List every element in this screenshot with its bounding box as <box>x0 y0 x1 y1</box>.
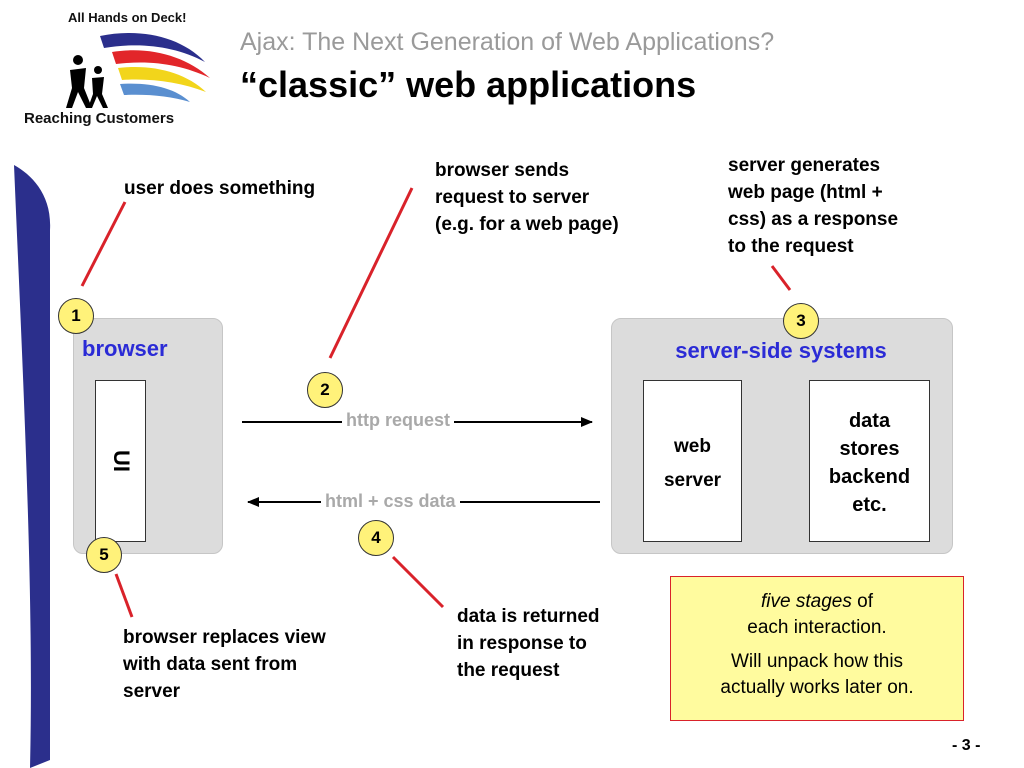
slide-title: “classic” web applications <box>240 64 697 105</box>
note-browser-replaces: browser replaces view with data sent fro… <box>123 627 326 702</box>
web-server-label: web server <box>663 436 722 491</box>
logo-tagline: All Hands on Deck! <box>68 10 187 25</box>
stage-badge-5: 5 <box>86 537 122 573</box>
web-server-panel <box>643 380 742 542</box>
http-request-label: http request <box>342 410 455 431</box>
callout-line3: Will unpack how this <box>730 651 904 672</box>
callout-italic: five stages <box>761 591 852 612</box>
logo-name: Reaching Customers <box>24 110 175 127</box>
callout-pointers <box>80 187 792 618</box>
data-stores-label: data stores backend etc. <box>828 410 911 516</box>
callout-line2: each interaction. <box>747 617 887 638</box>
page-number: - 3 - <box>952 737 981 754</box>
note-data-returned: data is returned in response to the requ… <box>457 606 600 681</box>
ui-label: UI <box>108 450 134 472</box>
callout-line4: actually works later on. <box>720 677 914 698</box>
note-browser-sends: browser sends request to server (e.g. fo… <box>435 160 619 235</box>
sidebar-swoosh <box>14 165 51 768</box>
logo-graphic <box>66 33 210 108</box>
stage-badge-3: 3 <box>783 303 819 339</box>
stage-badge-1: 1 <box>58 298 94 334</box>
ui-panel <box>95 380 146 542</box>
html-css-data-label: html + css data <box>321 491 460 512</box>
server-label: server-side systems <box>675 338 887 363</box>
slide-subtitle: Ajax: The Next Generation of Web Applica… <box>240 28 775 56</box>
note-user-does: user does something <box>124 178 316 199</box>
summary-callout: five stages of each interaction. Will un… <box>670 576 964 721</box>
stage-badge-4: 4 <box>358 520 394 556</box>
stage-badge-2: 2 <box>307 372 343 408</box>
data-stores-panel <box>809 380 930 542</box>
browser-label: browser <box>82 336 168 361</box>
callout-of: of <box>851 591 873 612</box>
note-server-generates: server generates web page (html + css) a… <box>728 155 899 257</box>
